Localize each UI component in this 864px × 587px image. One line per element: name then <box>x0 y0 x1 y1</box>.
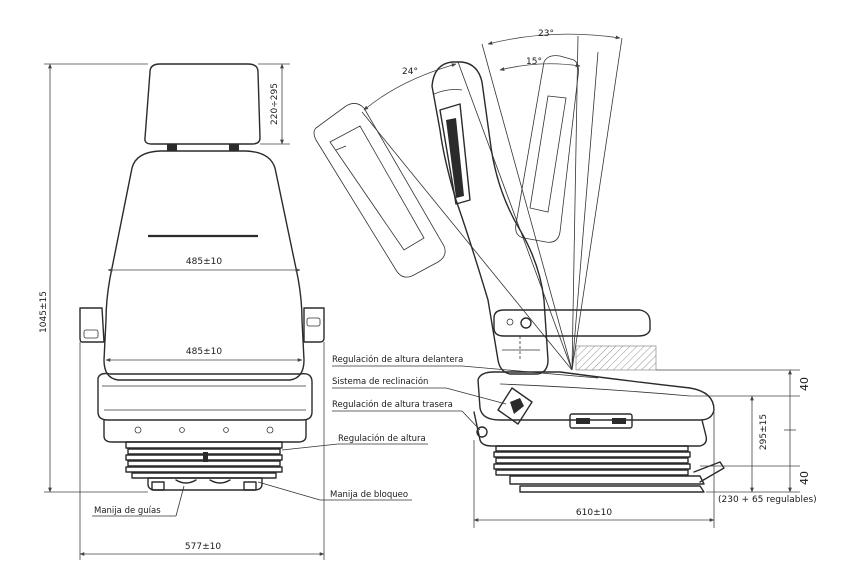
dim-travel-bottom-label: 40 <box>798 471 811 485</box>
callout-front-height-label: Regulación de altura delantera <box>332 354 463 365</box>
side-suspension-bellows <box>493 445 691 476</box>
headrest-post-right <box>229 144 239 151</box>
front-bracket-right <box>303 307 325 343</box>
callout-rail-handle: Manija de guías <box>92 485 185 517</box>
angle-indicators: 24° 23° 15° <box>361 29 623 371</box>
dim-rail-adjust-label: (230 + 65 regulables) <box>718 495 817 505</box>
angle-forward-max-label: 23° <box>538 29 554 39</box>
callout-recline-label: Sistema de reclinación <box>332 376 428 387</box>
side-backrest-forward <box>515 55 579 243</box>
callout-rear-height-label: Regulación de altura trasera <box>332 399 453 410</box>
front-bracket-left-knob <box>83 329 99 339</box>
dim-depth: 610±10 (230 + 65 regulables) <box>473 412 817 528</box>
angle-back-label: 24° <box>402 67 418 77</box>
callout-lock-handle-label: Manija de bloqueo <box>330 490 408 500</box>
side-view: 24° 23° 15° Regulación de altura delante… <box>313 29 817 528</box>
front-seat-cushion <box>97 372 313 421</box>
dim-backrest-width-label: 485±10 <box>186 257 222 267</box>
dim-seat-width: 485±10 <box>105 347 303 362</box>
headrest-post-left <box>167 144 177 151</box>
side-base-rails <box>509 461 725 493</box>
dim-backrest-width: 485±10 <box>107 257 301 272</box>
callout-front-height: Regulación de altura delantera <box>332 354 599 379</box>
dim-depth-label: 610±10 <box>576 508 612 518</box>
dim-base-width-label: 577±10 <box>185 542 221 552</box>
angle-forward-label: 15° <box>526 57 542 67</box>
side-backrest-reclined <box>313 103 446 278</box>
dim-travel-top-label: 40 <box>798 377 811 391</box>
callout-rear-height: Regulación de altura trasera <box>332 399 481 431</box>
front-bracket-right-knob <box>306 317 321 327</box>
front-view: 1045±15 220÷295 485±10 485±10 577±10 <box>39 63 428 560</box>
front-suspension-bellows <box>125 441 283 479</box>
dim-base-width: 577±10 <box>79 342 325 560</box>
front-shell <box>103 419 307 443</box>
front-headrest <box>144 63 261 145</box>
dim-headrest-label: 220÷295 <box>270 83 280 125</box>
dim-front-height: 1045±15 <box>39 63 148 493</box>
dim-seat-height: 295±15 40 40 <box>656 369 811 493</box>
side-reference-block <box>575 345 657 371</box>
dim-seat-width-label: 485±10 <box>186 347 222 357</box>
dim-front-height-label: 1045±15 <box>39 291 49 333</box>
callout-lock-handle: Manija de bloqueo <box>257 481 412 501</box>
dim-headrest: 220÷295 <box>258 63 290 145</box>
callout-rail-handle-label: Manija de guías <box>94 506 161 516</box>
front-base <box>147 477 263 491</box>
callout-height-regulation-label: Regulación de altura <box>338 433 426 444</box>
front-backrest <box>103 150 305 381</box>
side-armrest <box>493 309 651 360</box>
side-recline-knob <box>497 387 533 425</box>
callout-height-regulation: Regulación de altura <box>281 433 428 451</box>
side-backrest <box>431 61 549 375</box>
callout-recline: Sistema de reclinación <box>332 376 507 405</box>
side-seat-cushion <box>477 371 715 421</box>
dim-seat-height-label: 295±15 <box>759 414 769 450</box>
front-bracket-left <box>79 307 105 343</box>
